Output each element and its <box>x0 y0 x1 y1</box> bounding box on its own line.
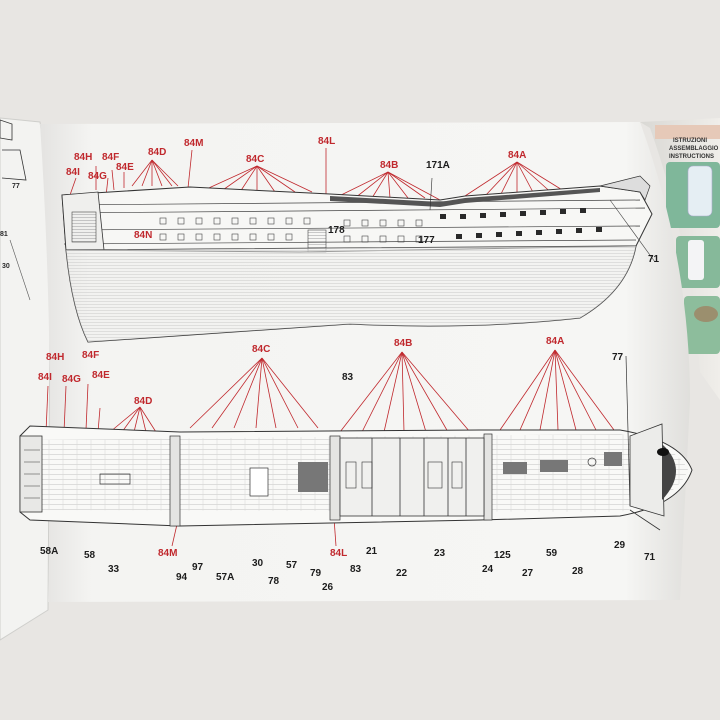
ship-side-view <box>61 148 656 343</box>
right-page-fragment: ISTRUZIONI ASSEMBLAGGIO INSTRUCTIONS <box>640 118 720 400</box>
side-label-84M: 84M <box>184 138 203 149</box>
deck-view-labels: 84H 84F 84I 84G 84E 84D 84C 84B 84A 84M … <box>38 336 656 593</box>
side-view-labels: 84H 84F 84D 84M 84L 84C 84B 84A 84I 84G … <box>66 136 660 265</box>
deck-label-79: 79 <box>310 568 322 579</box>
deck-label-57A: 57A <box>216 572 234 583</box>
side-label-84L: 84L <box>318 136 335 147</box>
deck-label-22: 22 <box>396 568 408 579</box>
side-label-177: 177 <box>418 235 435 246</box>
deck-label-84G: 84G <box>62 374 81 385</box>
deck-label-27: 27 <box>522 568 534 579</box>
side-label-84B: 84B <box>380 160 398 171</box>
deck-label-84H: 84H <box>46 352 64 363</box>
deck-label-57: 57 <box>286 560 298 571</box>
side-label-84I: 84I <box>66 167 80 178</box>
left-label-81: 81 <box>0 231 8 238</box>
side-label-84F: 84F <box>102 152 119 163</box>
deck-label-28: 28 <box>572 566 584 577</box>
product-photo-3 <box>684 296 720 354</box>
deck-label-84L: 84L <box>330 548 347 559</box>
deck-label-125: 125 <box>494 550 511 561</box>
deck-label-58A: 58A <box>40 546 58 557</box>
deck-rigging-lines <box>45 349 615 547</box>
side-label-178: 178 <box>328 225 345 236</box>
deck-label-33: 33 <box>108 564 120 575</box>
deck-label-29: 29 <box>614 540 626 551</box>
deck-label-84M: 84M <box>158 548 177 559</box>
deck-label-59: 59 <box>546 548 558 559</box>
ship-deck-view <box>19 349 693 547</box>
side-label-84C: 84C <box>246 154 264 165</box>
deck-label-78: 78 <box>268 576 280 587</box>
deck-label-58: 58 <box>84 550 96 561</box>
deck-label-83-top: 83 <box>342 372 354 383</box>
right-text-instructions: INSTRUCTIONS <box>669 154 714 160</box>
deck-label-84E: 84E <box>92 370 110 381</box>
deck-label-84F: 84F <box>82 350 99 361</box>
side-label-84N: 84N <box>134 230 152 241</box>
right-text-assemblaggio: ASSEMBLAGGIO <box>669 146 719 152</box>
left-label-77: 77 <box>12 183 20 190</box>
side-label-84G: 84G <box>88 171 107 182</box>
side-label-84A: 84A <box>508 150 526 161</box>
deck-label-84D: 84D <box>134 396 152 407</box>
side-label-84E: 84E <box>116 162 134 173</box>
deck-label-97: 97 <box>192 562 204 573</box>
deck-label-21: 21 <box>366 546 378 557</box>
side-label-71: 71 <box>648 254 660 265</box>
left-label-30: 30 <box>2 263 10 270</box>
deck-label-84I: 84I <box>38 372 52 383</box>
deck-label-83-bottom: 83 <box>350 564 362 575</box>
deck-label-77: 77 <box>612 352 624 363</box>
right-text-istruzioni: ISTRUZIONI <box>673 138 707 144</box>
deck-label-84B: 84B <box>394 338 412 349</box>
deck-label-24: 24 <box>482 564 494 575</box>
deck-label-94: 94 <box>176 572 188 583</box>
deck-label-71: 71 <box>644 552 656 563</box>
deck-label-30: 30 <box>252 558 264 569</box>
side-label-84D: 84D <box>148 147 166 158</box>
deck-label-26: 26 <box>322 582 334 593</box>
side-label-171A: 171A <box>426 160 450 171</box>
deck-label-84A: 84A <box>546 336 564 347</box>
deck-label-84C: 84C <box>252 344 270 355</box>
side-label-84H: 84H <box>74 152 92 163</box>
deck-label-23: 23 <box>434 548 446 559</box>
